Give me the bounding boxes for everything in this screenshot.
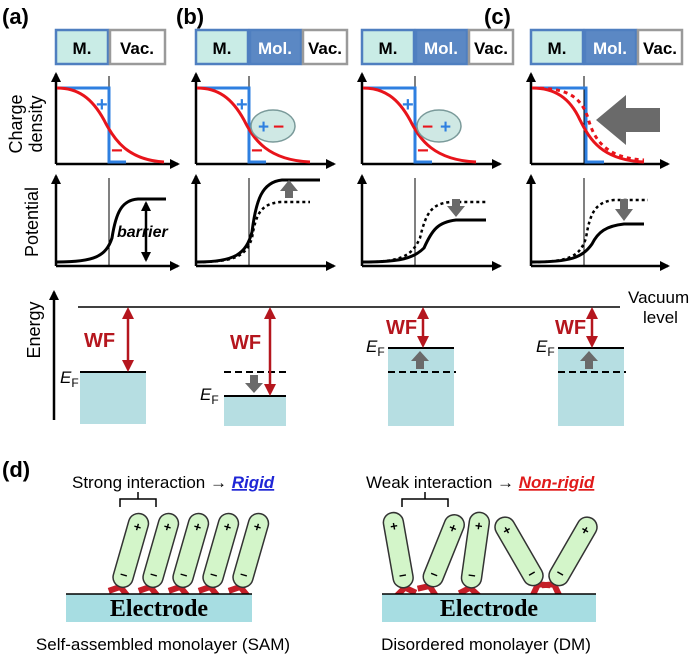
svg-text:−: − [118,567,130,584]
svg-text:+: + [222,519,234,536]
barrier-label: barrier [117,224,168,241]
sam-molecules: + − + − + − + − [107,512,270,599]
potential-plot-b2 [357,174,502,271]
wf-label: WF [230,332,261,354]
minus-sign: − [417,140,429,162]
svg-text:−: − [467,567,477,583]
molecule-label: Mol. [258,39,292,58]
up-arrow [411,351,429,369]
svg-text:+: + [389,518,399,534]
dm-caption: Disordered monolayer (DM) [381,635,591,654]
minus-sign: − [273,117,284,138]
interaction-bracket [119,498,157,507]
svg-text:−: − [398,567,408,583]
wf-label: WF [555,317,586,339]
panel-label-c: (c) [484,4,511,29]
panel-label-a: (a) [2,4,29,29]
potential-plot-a: barrier [51,174,180,271]
molecule-label: Mol. [593,39,627,58]
charge-plot-b2: + − − + [357,72,502,169]
minus-sign: − [251,140,263,162]
charge-density-title-1: Charge [6,94,26,153]
wf-label: WF [84,330,115,352]
potential-plot-b1 [191,174,336,271]
vacuum-label: Vac. [643,39,677,58]
header-a: M. Vac. [54,28,167,66]
push-arrow [596,95,660,145]
plus-sign: + [258,117,269,138]
down-arrow [447,199,465,217]
up-arrow [280,180,298,198]
sam-panel: Strong interaction → Rigid + − + − + − [36,473,290,654]
plus-sign: + [440,117,451,138]
electrode-label: Electrode [110,596,209,622]
plus-sign: + [96,94,108,116]
ef-label: EF [200,385,219,407]
vacuum-level-label-2: level [643,308,678,327]
wf-label: WF [386,317,417,339]
electrode-label: Electrode [440,596,539,622]
sam-caption: Self-assembled monolayer (SAM) [36,635,290,654]
weak-interaction-label: Weak interaction → Non-rigid [366,473,595,492]
header-b2: M. Mol. Vac. [360,28,515,66]
svg-text:−: − [178,567,190,584]
ef-label: EF [366,337,385,359]
molecule-label: Mol. [424,39,458,58]
ef-label: EF [536,337,555,359]
svg-text:+: + [162,519,174,536]
rigid-label: Rigid [232,473,275,492]
down-arrow [615,199,633,221]
metal-label: M. [548,39,567,58]
plus-sign: + [236,94,248,116]
nonrigid-label: Non-rigid [519,473,595,492]
energy-title: Energy [24,301,44,358]
potential-plot-c [526,174,670,271]
svg-text:−: − [148,567,160,584]
header-c: M. Mol. Vac. [529,28,684,66]
svg-text:+: + [192,519,204,536]
svg-text:+: + [474,518,484,534]
panel-label-b: (b) [176,4,204,29]
dm-molecules: + − + − + − + − [382,511,598,599]
vacuum-label: Vac. [308,39,342,58]
dipole-ellipse [250,109,296,143]
up-arrow [580,351,598,369]
charge-density-title-2: density [26,95,46,152]
vacuum-level-label-1: Vacuum [628,288,689,307]
interaction-bracket [401,498,449,507]
vacuum-label: Vac. [474,39,508,58]
dm-panel: Weak interaction → Non-rigid + − + − + − [366,473,598,654]
vacuum-label: Vac. [120,39,154,58]
minus-sign: − [422,117,433,138]
metal-label: M. [379,39,398,58]
svg-text:−: − [208,567,220,584]
svg-text:+: + [132,519,144,536]
energy-level-block [80,372,146,424]
plus-sign: + [402,94,414,116]
energy-level-block [224,396,286,426]
energy-diagram: Vacuum level WF EF WF EF WF EF WF EF [49,288,689,426]
header-b1: M. Mol. Vac. [194,28,349,66]
down-arrow [245,375,263,393]
charge-plot-a: + − [51,72,180,169]
strong-interaction-label: Strong interaction → Rigid [72,473,275,492]
panel-label-d: (d) [2,457,30,482]
minus-sign: − [111,140,123,162]
charge-plot-c [526,72,670,169]
potential-title: Potential [22,187,42,257]
electrode-dm [382,594,596,622]
metal-label: M. [213,39,232,58]
metal-label: M. [73,39,92,58]
dipole-ellipse [416,109,462,143]
svg-text:+: + [252,519,264,536]
charge-plot-b1: + − + − [191,72,336,169]
svg-text:−: − [238,567,250,584]
ef-label: EF [60,368,79,390]
electrode-sam [66,594,252,622]
